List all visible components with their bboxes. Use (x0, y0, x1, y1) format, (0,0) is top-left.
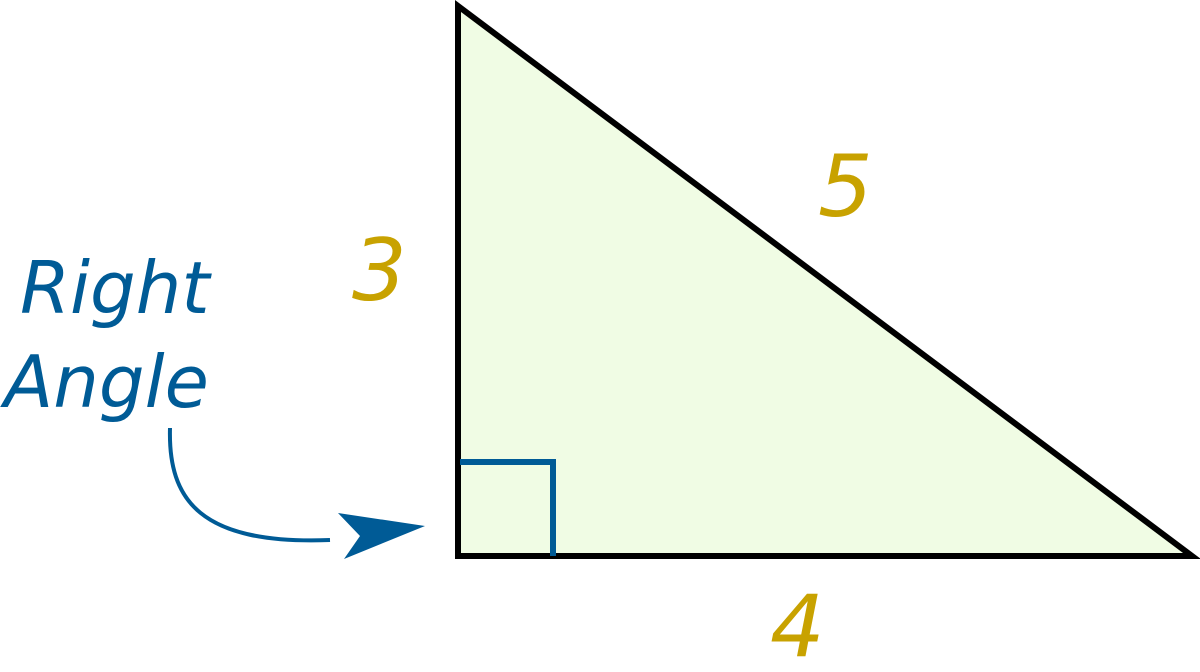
annotation-right: Right (20, 246, 210, 330)
arrow-curve (167, 427, 331, 543)
annotation-angle: Angle (4, 340, 209, 424)
right-angle-marker (460, 459, 556, 556)
side-label-horizontal: 4 (770, 577, 825, 672)
side-label-vertical: 3 (352, 221, 407, 321)
arrow-head-icon (338, 513, 425, 559)
triangle (455, 0, 1200, 559)
side-label-hypotenuse: 5 (818, 137, 873, 237)
